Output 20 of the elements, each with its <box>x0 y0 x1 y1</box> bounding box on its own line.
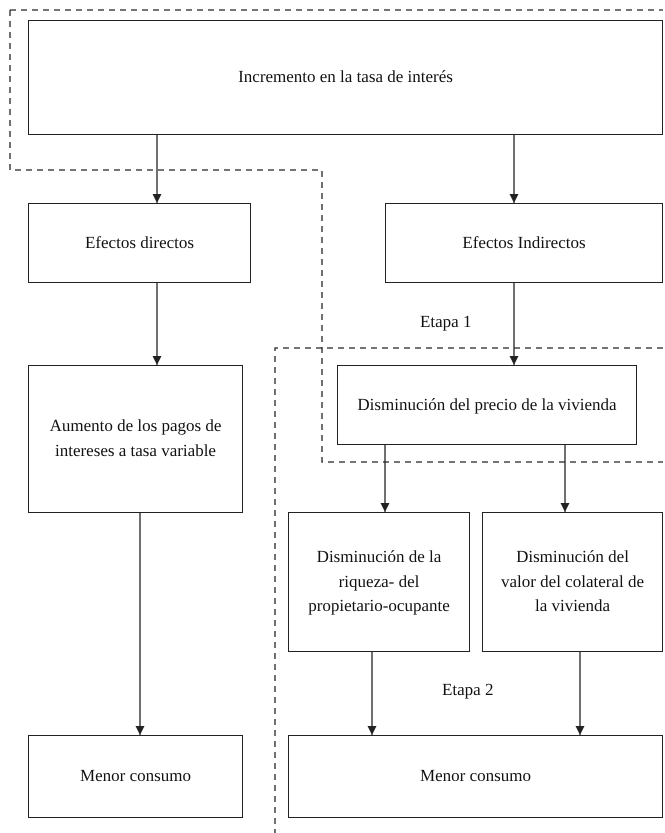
stage-label: Etapa 1 <box>420 312 472 332</box>
process-box: Disminución del precio de la vivienda <box>337 365 637 445</box>
process-box: Efectos Indirectos <box>385 203 663 283</box>
process-box: Disminución de la riqueza- del propietario-ocupante <box>288 512 470 652</box>
arrow <box>368 652 376 735</box>
arrow <box>510 135 518 203</box>
arrow <box>152 135 162 203</box>
process-box: Menor consumo <box>288 735 663 818</box>
stage-label: Etapa 2 <box>442 680 494 700</box>
process-box: Aumento de los pagos de intereses a tasa variable <box>28 365 243 513</box>
process-box: Incremento en la tasa de interés <box>28 20 663 135</box>
arrow <box>380 445 390 512</box>
arrow <box>560 445 570 512</box>
arrow <box>576 652 584 735</box>
process-box: Efectos directos <box>28 203 251 283</box>
arrow <box>136 513 144 735</box>
process-box: Menor consumo <box>28 735 243 818</box>
arrow <box>510 283 518 365</box>
process-box: Disminución del valor del colateral de la vivienda <box>482 512 663 652</box>
arrow <box>152 283 162 365</box>
